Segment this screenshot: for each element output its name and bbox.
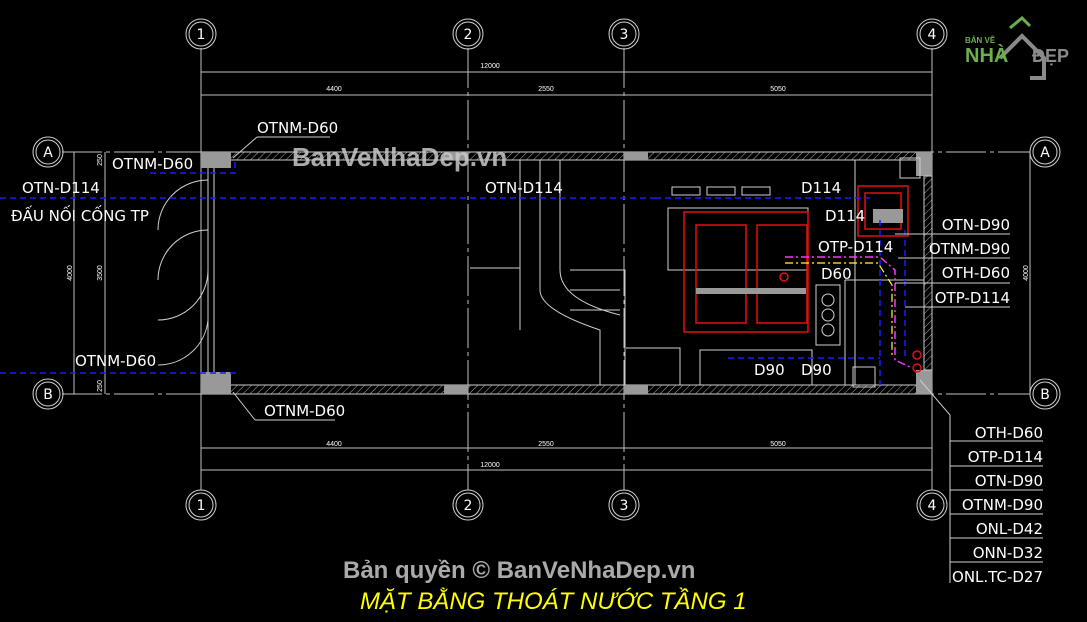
- logo-side-text: ĐẸP: [1032, 46, 1069, 66]
- callout-otn-d90: OTN-D90: [942, 216, 1010, 234]
- label-city-sewer-connection: ĐẤU NỐI CỐNG TP: [11, 204, 149, 225]
- grid-bubbles: 1 2 3 4 1 2 3 4 A B A B: [32, 18, 1061, 521]
- legend-item: OTN-D90: [975, 472, 1043, 490]
- grid-bubble-4-bottom: 4: [916, 489, 948, 521]
- dim-right: 4000: [1023, 265, 1030, 281]
- label-otn-d114-left: OTN-D114: [22, 179, 100, 197]
- grid-label: A: [43, 145, 53, 161]
- grid-bubble-3-bottom: 3: [608, 489, 640, 521]
- copyright-watermark: Bản quyền © BanVeNhaDep.vn: [343, 557, 695, 584]
- dim-span-1-bottom: 4400: [326, 441, 342, 448]
- grid-bubble-2-bottom: 2: [452, 489, 484, 521]
- dim-left-span: 250: [97, 380, 104, 392]
- brand-logo: BẢN VẼ NHÀ ĐẸP: [965, 15, 1069, 80]
- label-otnm-d60-left-top: OTNM-D60: [112, 155, 193, 173]
- label-d114: D114: [825, 207, 865, 225]
- dim-span-2: 2550: [538, 86, 554, 93]
- grid-lines: [62, 48, 1031, 490]
- grid-label: 1: [197, 498, 206, 514]
- grid-bubble-a-left: A: [32, 136, 64, 168]
- fixtures: [683, 185, 922, 373]
- dim-span-2-bottom: 2550: [538, 441, 554, 448]
- grid-label: B: [1040, 387, 1050, 403]
- legend-item: OTH-D60: [975, 424, 1043, 442]
- pipes: [0, 160, 913, 385]
- grid-label: 3: [620, 498, 629, 514]
- callout-otp-d114: OTP-D114: [935, 289, 1010, 307]
- label-d90: D90: [801, 361, 832, 379]
- grid-label: 4: [928, 27, 937, 43]
- grid-bubble-b-left: B: [32, 378, 64, 410]
- right-callouts: OTN-D90 OTNM-D90 OTH-D60 OTP-D114: [895, 216, 1010, 308]
- grid-label: 4: [928, 498, 937, 514]
- callout-otnm-d90: OTNM-D90: [929, 240, 1010, 258]
- pipe-legend: OTH-D60 OTP-D114 OTN-D90 OTNM-D90 ONL-D4…: [919, 379, 1043, 586]
- grid-bubble-b-right: B: [1029, 378, 1061, 410]
- legend-item: OTNM-D90: [962, 496, 1043, 514]
- grid-label: B: [43, 387, 53, 403]
- dim-span-3: 5050: [770, 86, 786, 93]
- label-d90: D90: [754, 361, 785, 379]
- dim-left-total: 4000: [67, 265, 74, 281]
- dim-span-1: 4400: [326, 86, 342, 93]
- label-otnm-d60-left-bottom: OTNM-D60: [75, 352, 156, 370]
- dim-span-3-bottom: 5050: [770, 441, 786, 448]
- dim-total-bottom: 12000: [480, 462, 500, 469]
- dimensions: 12000 4400 2550 5050 4400 2550 5050 1200…: [67, 63, 1030, 469]
- grid-bubble-2-top: 2: [452, 18, 484, 50]
- callout-oth-d60: OTH-D60: [942, 264, 1010, 282]
- grid-bubble-1-top: 1: [185, 18, 217, 50]
- grid-label: 2: [464, 498, 473, 514]
- grid-label: 3: [620, 27, 629, 43]
- label-d60: D60: [821, 265, 852, 283]
- grid-bubble-3-top: 3: [608, 18, 640, 50]
- legend-item: OTP-D114: [968, 448, 1043, 466]
- grid-label: A: [1040, 145, 1050, 161]
- dim-left-span: 3500: [97, 265, 104, 281]
- walls: [157, 151, 933, 395]
- label-otnm-d60-top: OTNM-D60: [257, 119, 338, 137]
- label-otp-d114-mid: OTP-D114: [818, 238, 893, 256]
- dim-left-span: 250: [97, 154, 104, 166]
- grid-bubble-1-bottom: 1: [185, 489, 217, 521]
- label-otnm-d60-bottom: OTNM-D60: [264, 402, 345, 420]
- label-otn-d114-mid: OTN-D114: [485, 179, 563, 197]
- watermark: BanVeNhaDep.vn: [292, 142, 507, 172]
- grid-label: 1: [197, 27, 206, 43]
- legend-item: ONN-D32: [973, 544, 1043, 562]
- grid-bubble-4-top: 4: [916, 18, 948, 50]
- legend-item: ONL-D42: [976, 520, 1043, 538]
- label-d114: D114: [801, 179, 841, 197]
- grid-bubble-a-right: A: [1029, 136, 1061, 168]
- drawing-title: MẶT BẰNG THOÁT NƯỚC TẦNG 1: [360, 587, 747, 615]
- annotations: OTNM-D60 OTNM-D60 OTN-D114 ĐẤU NỐI CỐNG …: [11, 119, 1043, 586]
- legend-item: ONL.TC-D27: [952, 568, 1043, 586]
- grid-label: 2: [464, 27, 473, 43]
- logo-main-text: NHÀ: [965, 44, 1008, 67]
- logo-top-text: BẢN VẼ: [965, 36, 996, 45]
- dim-total-top: 12000: [480, 63, 500, 70]
